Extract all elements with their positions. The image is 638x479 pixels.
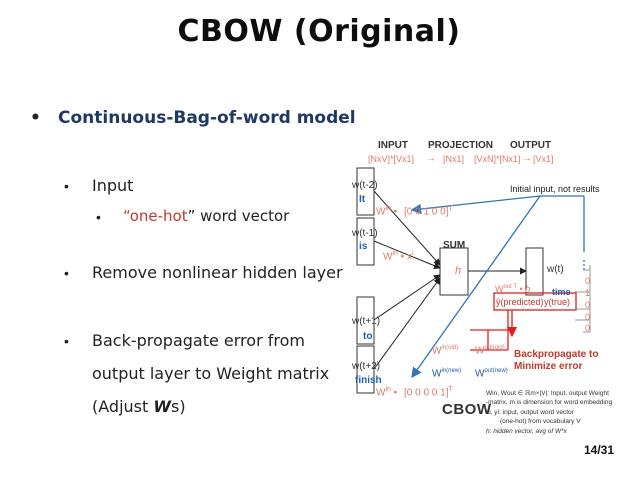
bullet-dot: •: [64, 178, 69, 194]
dims-right: [VxN]*[Nx1]: [474, 154, 521, 164]
backprop-note-1: Backpropagate to: [514, 349, 599, 360]
bullet-backprop-1: Back-propagate error from: [92, 331, 305, 350]
y-true: y(true): [544, 297, 571, 307]
bullet-input: Input: [92, 176, 134, 195]
word-is: is: [359, 241, 368, 252]
header-projection: PROJECTION: [428, 140, 494, 151]
dims-arrow-1: →: [426, 153, 436, 164]
header-output: OUTPUT: [510, 140, 552, 151]
label-w-t+1: w(t+1): [352, 316, 381, 327]
onehot-quote: “: [123, 207, 130, 225]
legend-line-5: h: hidden vector, avg of W*x: [486, 428, 567, 435]
bullet-main-text: Continuous-Bag-of-word model: [58, 108, 356, 128]
out-val-3: 0: [585, 312, 591, 322]
dims-left: [NxV]*[Vx1]: [368, 154, 415, 164]
word-finish: finish: [355, 375, 382, 386]
onehot-vector-3: [0 0 0 0 1]T: [404, 386, 453, 399]
onehot-text: one-hot: [129, 207, 188, 225]
legend-line-1: Win, Wout ∈ ℝm×|V|: Input, output Weight: [486, 390, 609, 397]
bullet-dot: •: [96, 209, 101, 225]
word-it: It: [359, 194, 366, 205]
input-box-1: [356, 167, 375, 216]
bullet-adjust: (Adjust Ws): [92, 397, 186, 416]
dims-mid: [Nx1]: [443, 154, 465, 164]
page-number: 14/31: [583, 443, 614, 457]
hidden-h: h: [455, 265, 462, 277]
label-w-t+2: w(t+2): [352, 361, 381, 372]
out-val-2: 0: [585, 300, 591, 310]
sum-box: [439, 247, 469, 296]
win-new: Win(new): [432, 368, 462, 380]
adjust-w: W: [153, 397, 171, 416]
sum-label: SUM: [443, 240, 466, 251]
word-to: to: [363, 331, 373, 342]
onehot-rest: ” word vector: [187, 207, 290, 225]
wout-new: Wout(new): [475, 368, 508, 380]
bullet-onehot: “one-hot” word vector: [123, 207, 289, 225]
bullet-remove: Remove nonlinear hidden layer: [92, 263, 343, 282]
bullet-dot: •: [64, 333, 69, 349]
wout-label: Wout T • h: [495, 284, 531, 294]
legend-line-2: -matrix, m is dimension for word embeddi…: [486, 399, 613, 406]
header-input: INPUT: [378, 140, 408, 151]
y-predicted: ŷ(predicted): [496, 297, 544, 307]
out-val-4: 0: [585, 323, 591, 333]
out-val-1: 1: [585, 288, 591, 298]
win-label-3: Win •: [376, 386, 398, 399]
initial-note: Initial input, not results: [510, 184, 600, 194]
page-title: CBOW (Original): [177, 14, 461, 49]
bullet-dot: •: [64, 265, 69, 281]
label-w-t: w(t): [547, 264, 564, 275]
label-time: time: [552, 287, 571, 297]
out-val-0: 0: [585, 276, 591, 286]
dims-arrow-2: →: [522, 153, 532, 164]
win-label-1: Win •: [376, 205, 398, 218]
dims-out: [Vx1]: [533, 154, 554, 164]
label-w-t-2: w(t-2): [352, 180, 378, 191]
adjust-open: (Adjust: [92, 397, 154, 416]
backprop-note-2: Minimize error: [514, 361, 583, 372]
label-w-t-1: w(t-1): [352, 228, 378, 239]
error-box: [493, 292, 577, 311]
cbow-label: CBOW: [442, 401, 492, 418]
legend-line-3: xi, yi: input, output word vector: [486, 409, 574, 416]
legend-line-4: (one-hot) from vocabulary V: [500, 418, 581, 425]
bullet-backprop-2: output layer to Weight matrix: [92, 364, 330, 383]
win-old: Win(old): [432, 345, 459, 357]
wout-old: Wout(old): [475, 345, 505, 357]
input-box-3: [356, 296, 375, 345]
win-label-2: Win • xi: [383, 250, 414, 263]
input-box-4: [356, 345, 375, 394]
bullet-dot: •: [30, 108, 41, 128]
onehot-vector-1: [0 0 1 0 0]T: [404, 205, 453, 218]
adjust-close: s): [171, 397, 186, 416]
